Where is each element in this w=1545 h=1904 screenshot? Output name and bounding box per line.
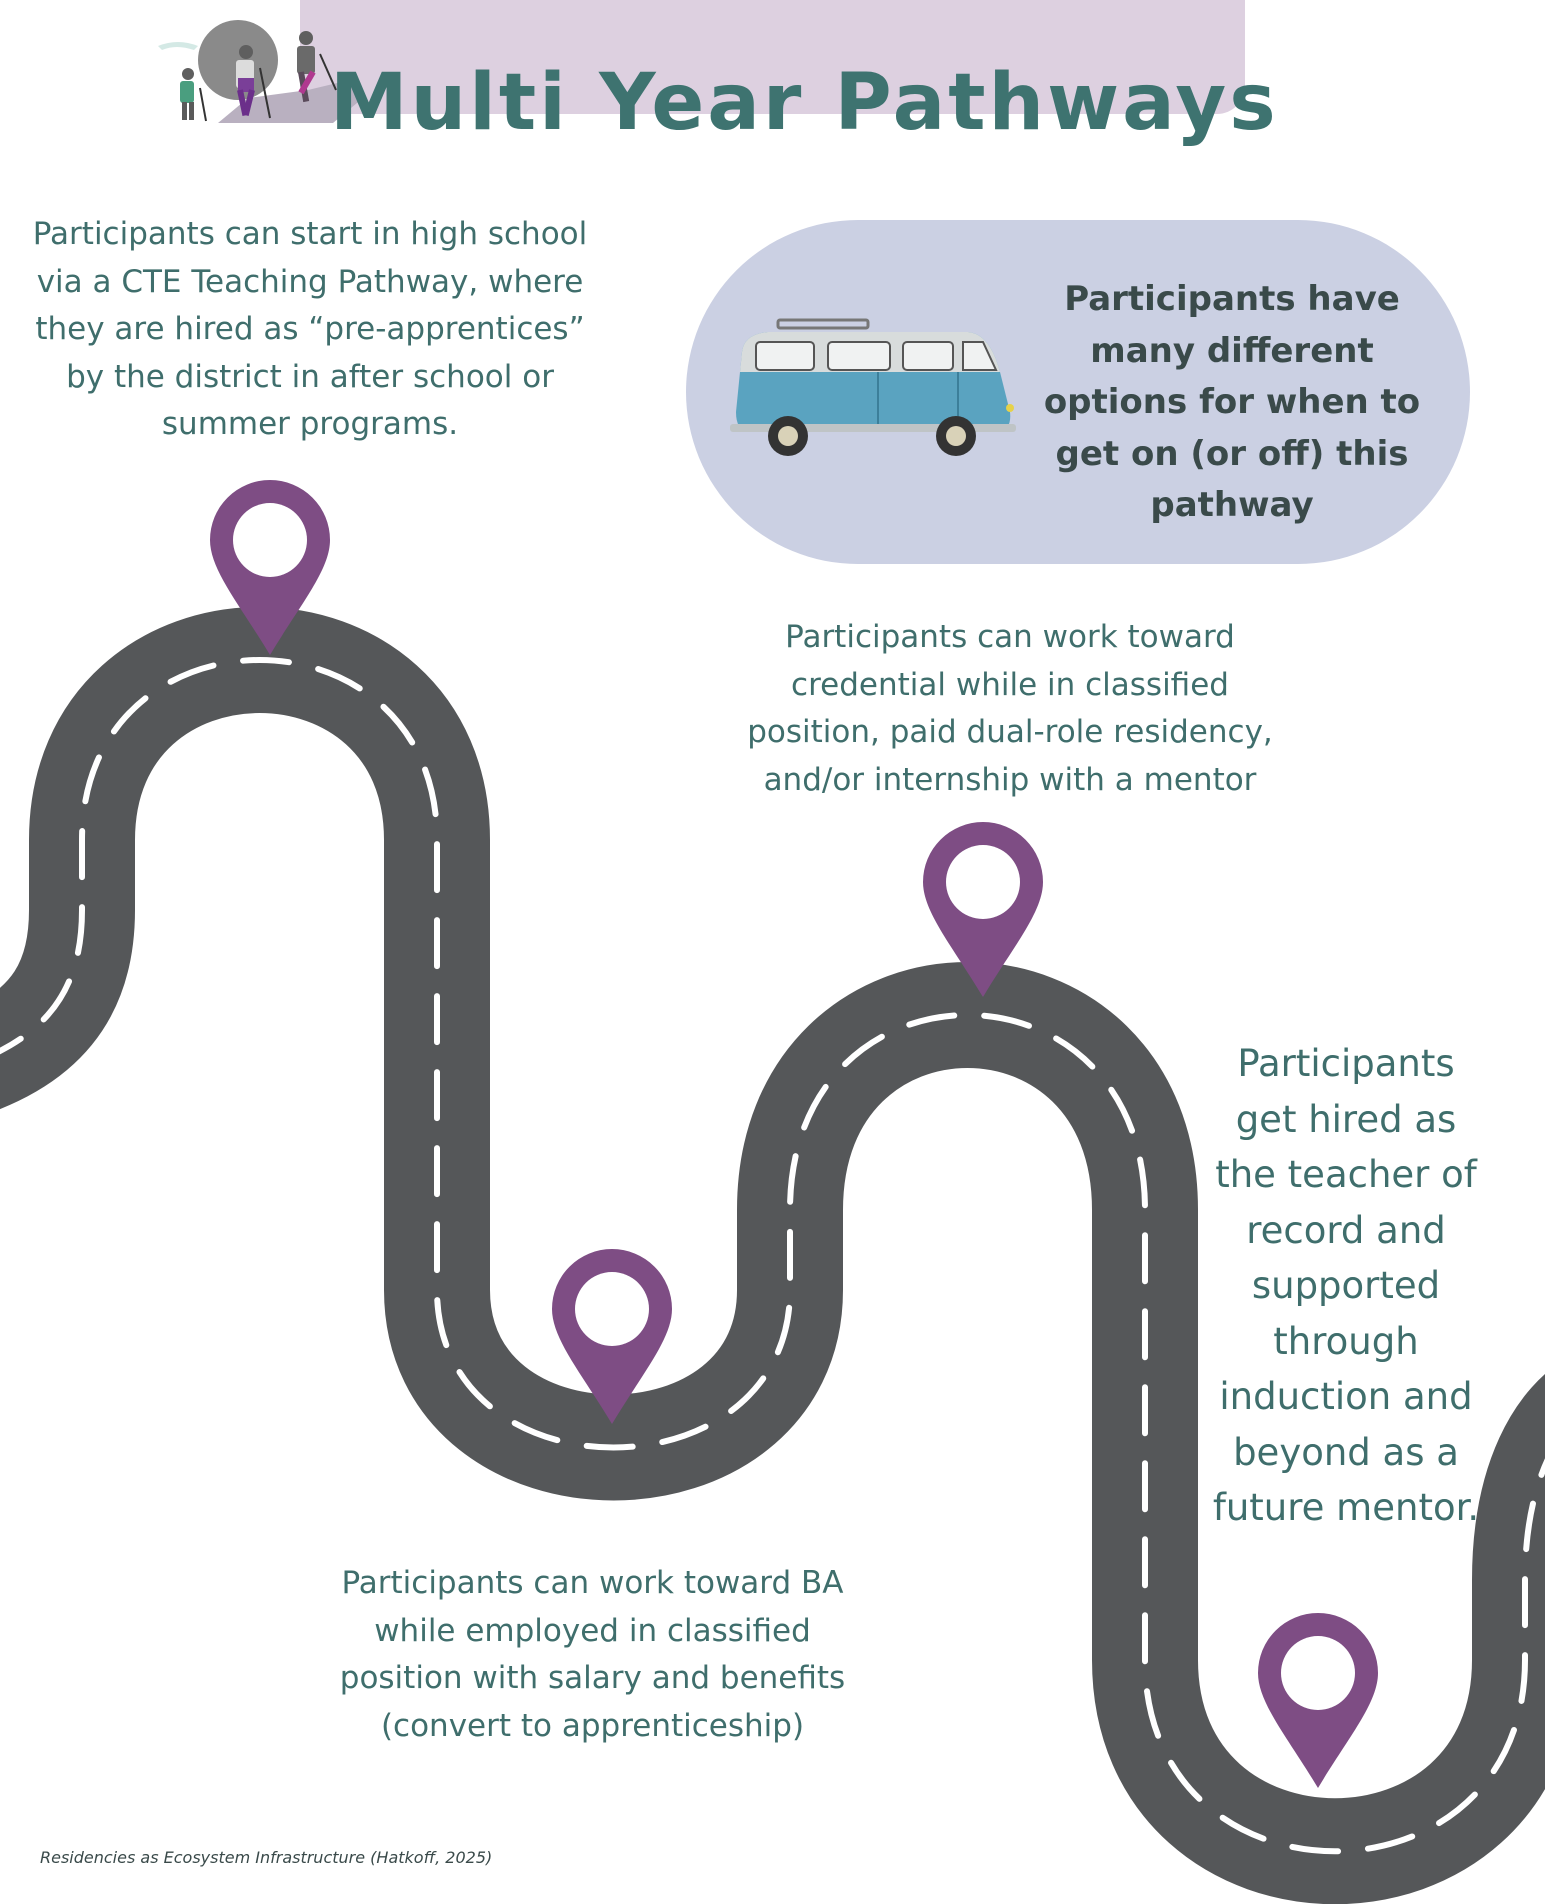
hikers-illustration [158,20,363,123]
step-text-ba: Participants can work toward BA while em… [339,1565,846,1744]
page-title: Multi Year Pathways [330,58,1279,149]
step-text-credential: Participants can work toward credential … [747,619,1273,798]
callout-text: Participants have many different options… [1043,279,1421,525]
road-center-dashes [0,657,1545,1855]
map-pin-icon [923,822,1043,997]
map-pin-icon [1258,1613,1378,1788]
bus-illustration [730,318,1016,456]
step-text-teacher-of-record: Participants get hired as the teacher of… [1212,1042,1480,1529]
map-pin-icon [210,480,330,655]
map-pin-icon [552,1249,672,1424]
step-text-high-school: Participants can start in high school vi… [32,216,588,442]
citation: Residencies as Ecosystem Infrastructure … [40,1848,493,1867]
title-banner [300,0,1245,114]
